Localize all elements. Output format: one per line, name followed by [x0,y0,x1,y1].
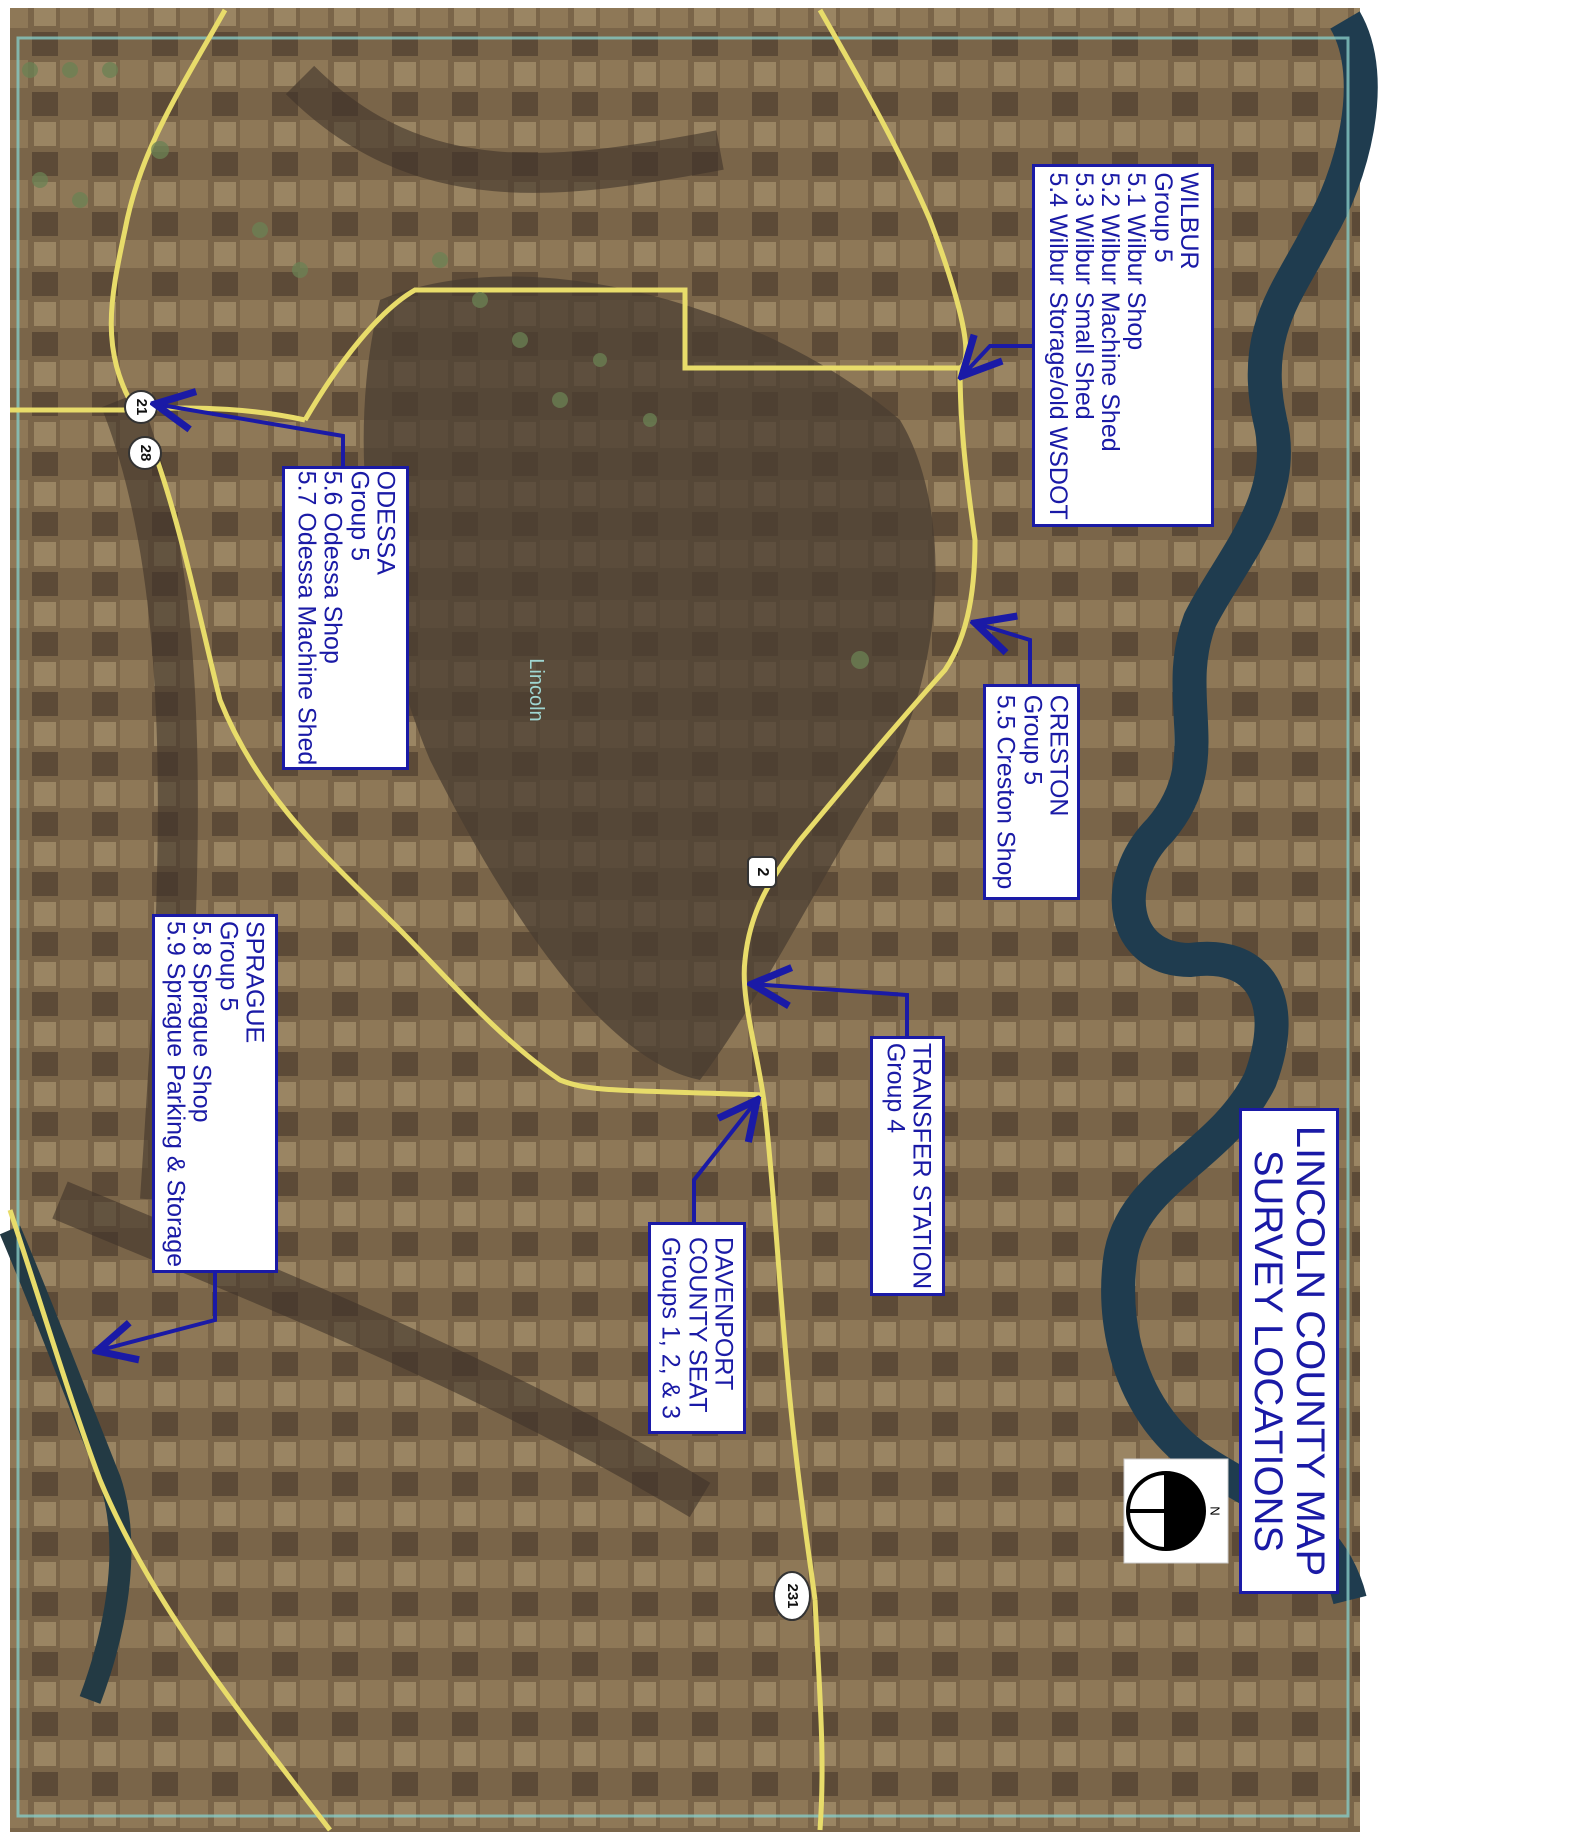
arrow-sprague [97,1273,217,1351]
davenport-group: Groups 1, 2, & 3 [656,1236,685,1420]
wilbur-item: 5.2 Wilbur Machine Shed [1096,171,1124,452]
highway-shield-21: 21 [124,390,158,424]
arrow-creston [975,623,1032,684]
title-line-1: LINCOLN COUNTY MAP [1288,1125,1332,1577]
creston-item: 5.5 Creston Shop [991,694,1020,890]
svg-text:21: 21 [133,399,150,416]
highway-shield-2: 2 [747,856,777,888]
arrow-wilbur [962,346,1032,376]
highway-shield-231: 231 [773,1571,811,1621]
arrow-davenport [692,1100,757,1226]
highway-shield-28: 28 [128,436,162,470]
north-label: N [1208,1506,1223,1515]
creston-callout: CRESTON Group 5 5.5 Creston Shop [983,684,1080,900]
davenport-name: DAVENPORT [709,1236,738,1391]
wilbur-group: Group 5 [1148,171,1177,263]
map-title-box: LINCOLN COUNTY MAP SURVEY LOCATIONS [1239,1108,1339,1594]
arrow-odessa [155,404,345,466]
creston-group: Group 5 [1017,694,1046,786]
roads [7,8,978,1832]
wilbur-item: 5.4 Wilbur Storage/old WSDOT [1043,171,1072,520]
transfer-station-callout: TRANSFER STATION Group 4 [870,1036,945,1296]
odessa-group: Group 5 [344,470,373,562]
svg-text:28: 28 [137,445,154,462]
callout-arrows [97,346,1032,1351]
title-line-2: SURVEY LOCATIONS [1246,1149,1290,1553]
sprague-group: Group 5 [214,920,243,1011]
county-boundary [16,36,1350,1818]
sprague-name: SPRAGUE [240,920,269,1043]
north-arrow: N [1123,1458,1229,1564]
pivot-fields [22,62,869,669]
sprague-item: 5.8 Sprague Shop [188,920,216,1123]
transfer-name: TRANSFER STATION [906,1042,935,1290]
wilbur-name: WILBUR [1174,171,1203,270]
river [1101,11,1378,1605]
davenport-callout: DAVENPORT COUNTY SEAT Groups 1, 2, & 3 [648,1222,746,1434]
wilbur-item: 5.3 Wilbur Small Shed [1069,171,1098,420]
wilbur-callout: WILBUR Group 5 5.1 Wilbur Shop 5.2 Wilbu… [1032,164,1214,527]
svg-text:231: 231 [784,1583,801,1608]
svg-text:2: 2 [754,868,771,877]
odessa-callout: ODESSA Group 5 5.6 Odessa Shop 5.7 Odess… [282,466,409,770]
odessa-item: 5.6 Odessa Shop [318,470,347,664]
davenport-county-seat: COUNTY SEAT [683,1236,712,1413]
scabland [363,276,936,1081]
sprague-callout: SPRAGUE Group 5 5.8 Sprague Shop 5.9 Spr… [152,914,278,1273]
transfer-group: Group 4 [880,1042,909,1134]
arrow-transfer [752,984,909,1040]
wilbur-item: 5.1 Wilbur Shop [1122,171,1151,350]
creston-name: CRESTON [1043,694,1072,817]
sprague-item: 5.9 Sprague Parking & Storage [161,920,190,1267]
odessa-name: ODESSA [371,470,399,575]
odessa-item: 5.7 Odessa Machine Shed [292,470,321,766]
county-map-label: Lincoln [525,658,547,721]
